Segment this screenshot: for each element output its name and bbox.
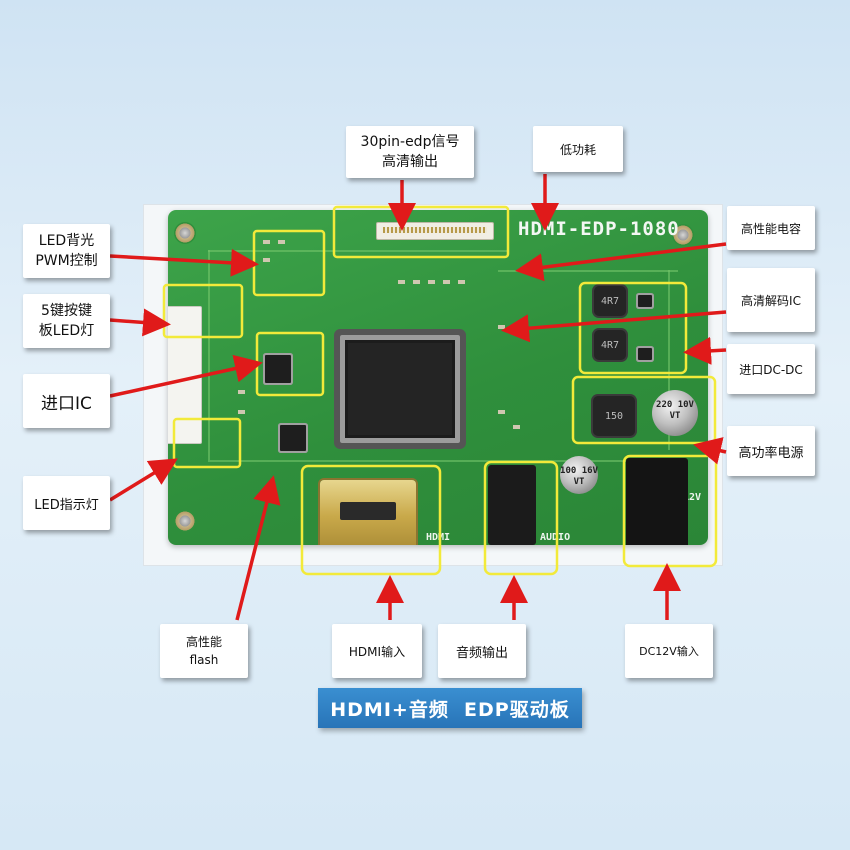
hdmi-silk-label: HDMI (426, 532, 451, 543)
callout-dc12v-input: DC12V输入 (625, 624, 713, 678)
inductor-top: 4R7 (594, 286, 626, 316)
inductor-bottom: 4R7 (594, 330, 626, 360)
callout-audio-output: 音频输出 (438, 624, 526, 678)
decoder-ic-chip (638, 295, 652, 307)
callout-keypad-led: 5键按键 板LED灯 (23, 294, 110, 348)
power-inductor: 150 (593, 396, 635, 436)
callout-import-dcdc: 进口DC-DC (727, 344, 815, 394)
callout-hdmi-input: HDMI输入 (332, 624, 422, 678)
callout-high-perf-flash: 高性能 flash (160, 624, 248, 678)
import-ic-chip (265, 355, 291, 383)
small-capacitor: 100 16V VT (560, 456, 598, 494)
product-banner: HDMI+音频 EDP驱动板 (318, 688, 582, 728)
mount-hole-top-right (672, 224, 694, 246)
mount-hole-top-left (174, 222, 196, 244)
keypad-header-connector (168, 306, 202, 444)
callout-led-indicator: LED指示灯 (23, 476, 110, 530)
pcb-board: HDMI-EDP-1080 HDMI AUDIO 12V 4R7 4R7 150… (168, 210, 708, 545)
main-processor-chip (340, 335, 460, 443)
hdmi-port (320, 480, 416, 545)
dc-power-jack (626, 458, 688, 545)
callout-import-ic: 进口IC (23, 374, 110, 428)
callout-low-power: 低功耗 (533, 126, 623, 172)
board-model-label: HDMI-EDP-1080 (518, 218, 680, 240)
dcdc-ic-chip (638, 348, 652, 360)
audio-silk-label: AUDIO (540, 532, 571, 543)
edp-connector (376, 222, 494, 240)
large-capacitor: 220 10V VT (652, 390, 698, 436)
mount-hole-bottom-left (174, 510, 196, 532)
callout-edp-signal: 30pin-edp信号 高清输出 (346, 126, 474, 178)
callout-high-power-supply: 高功率电源 (727, 426, 815, 476)
audio-jack (488, 465, 536, 545)
callout-led-backlight-pwm: LED背光 PWM控制 (23, 224, 110, 278)
callout-high-perf-cap: 高性能电容 (727, 206, 815, 250)
callout-hd-decoder-ic: 高清解码IC (727, 268, 815, 332)
flash-chip (280, 425, 306, 451)
